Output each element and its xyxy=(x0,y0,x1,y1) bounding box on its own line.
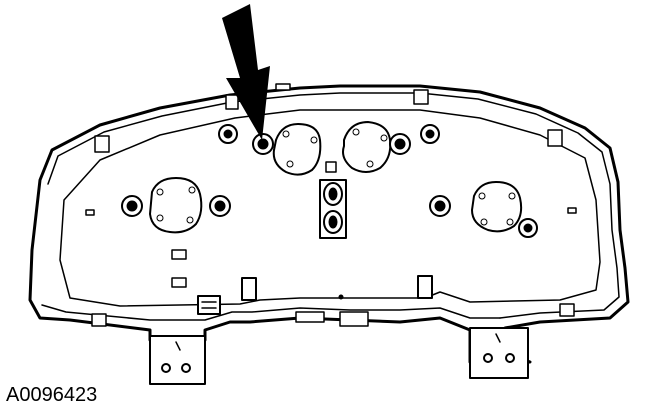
gauge-mount-left xyxy=(149,177,203,234)
bulb-socket-indicated xyxy=(252,133,274,155)
panel-slots xyxy=(85,207,577,288)
arrow-down-left-icon xyxy=(222,4,270,140)
gauge-mount-center-left xyxy=(272,123,322,176)
bulb-socket xyxy=(518,218,538,238)
mounting-bracket-left xyxy=(149,335,206,385)
figure-reference-id: A0096423 xyxy=(6,384,98,406)
bulb-socket xyxy=(420,124,440,144)
gauge-mount-center-right xyxy=(342,121,392,173)
bulb-socket xyxy=(209,195,231,217)
bulb-socket xyxy=(389,133,411,155)
lower-connectors xyxy=(197,275,433,327)
bulb-sockets xyxy=(121,124,538,238)
gauge-mount-right xyxy=(471,181,523,233)
mounting-bracket-right xyxy=(469,327,529,379)
bulb-socket xyxy=(429,195,451,217)
center-socket-stack xyxy=(319,161,347,239)
top-clips xyxy=(91,83,575,327)
bulb-socket xyxy=(218,124,238,144)
bulb-socket xyxy=(121,195,143,217)
